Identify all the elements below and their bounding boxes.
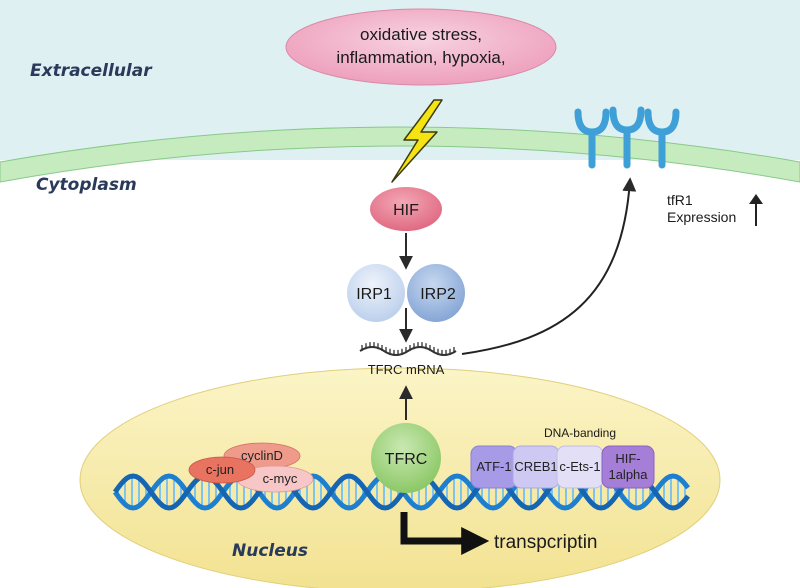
tfrc-label: TFRC xyxy=(385,451,428,468)
hif1alpha-box xyxy=(601,445,655,489)
receptor-icon xyxy=(644,108,680,169)
tfr1-receptors xyxy=(574,106,680,169)
cyclind-label: cyclinD xyxy=(241,448,283,463)
tfr1-label: tfR1 xyxy=(667,192,693,208)
extracellular-label: Extracellular xyxy=(30,61,153,81)
irp1-label: IRP1 xyxy=(356,286,392,303)
cjun-label: c-jun xyxy=(206,462,234,477)
cytoplasm-label: Cytoplasm xyxy=(36,175,137,195)
lightning-bolt-icon xyxy=(391,99,443,183)
cets1-label: c-Ets-1 xyxy=(559,459,600,474)
atf1-label: ATF-1 xyxy=(476,459,511,474)
stimulus-ellipse xyxy=(285,8,557,86)
receptor-icon xyxy=(574,108,610,169)
stimulus-line-1: oxidative stress, xyxy=(360,25,482,44)
hif1alpha-label-line2: 1alpha xyxy=(608,467,648,482)
expression-label: Expression xyxy=(667,209,736,225)
cell-membrane xyxy=(0,126,800,183)
cjun-node xyxy=(188,456,256,484)
irp2-node xyxy=(407,264,465,322)
hif1alpha-label-line1: HIF- xyxy=(615,451,640,466)
irp1-node xyxy=(347,264,405,322)
transcription-label: transpcriptin xyxy=(494,532,598,553)
transcription-arrow xyxy=(400,512,490,555)
nucleus-label: Nucleus xyxy=(232,541,308,561)
hif-node xyxy=(370,187,442,231)
mrna-strand xyxy=(359,342,457,356)
hif-label: HIF xyxy=(393,202,419,219)
cmyc-label: c-myc xyxy=(263,471,298,486)
dna-binding-label: DNA-banding xyxy=(544,426,616,440)
up-arrow-icon xyxy=(749,194,763,226)
irp2-label: IRP2 xyxy=(420,286,456,303)
tfrc-node xyxy=(371,423,441,493)
stimulus-line-2: inflammation, hypoxia, xyxy=(336,48,505,67)
tfrc-mrna-label: TFRC mRNA xyxy=(368,362,445,377)
mrna-to-receptor-arrow xyxy=(461,177,637,355)
creb1-label: CREB1 xyxy=(514,459,557,474)
receptor-icon xyxy=(609,106,645,169)
